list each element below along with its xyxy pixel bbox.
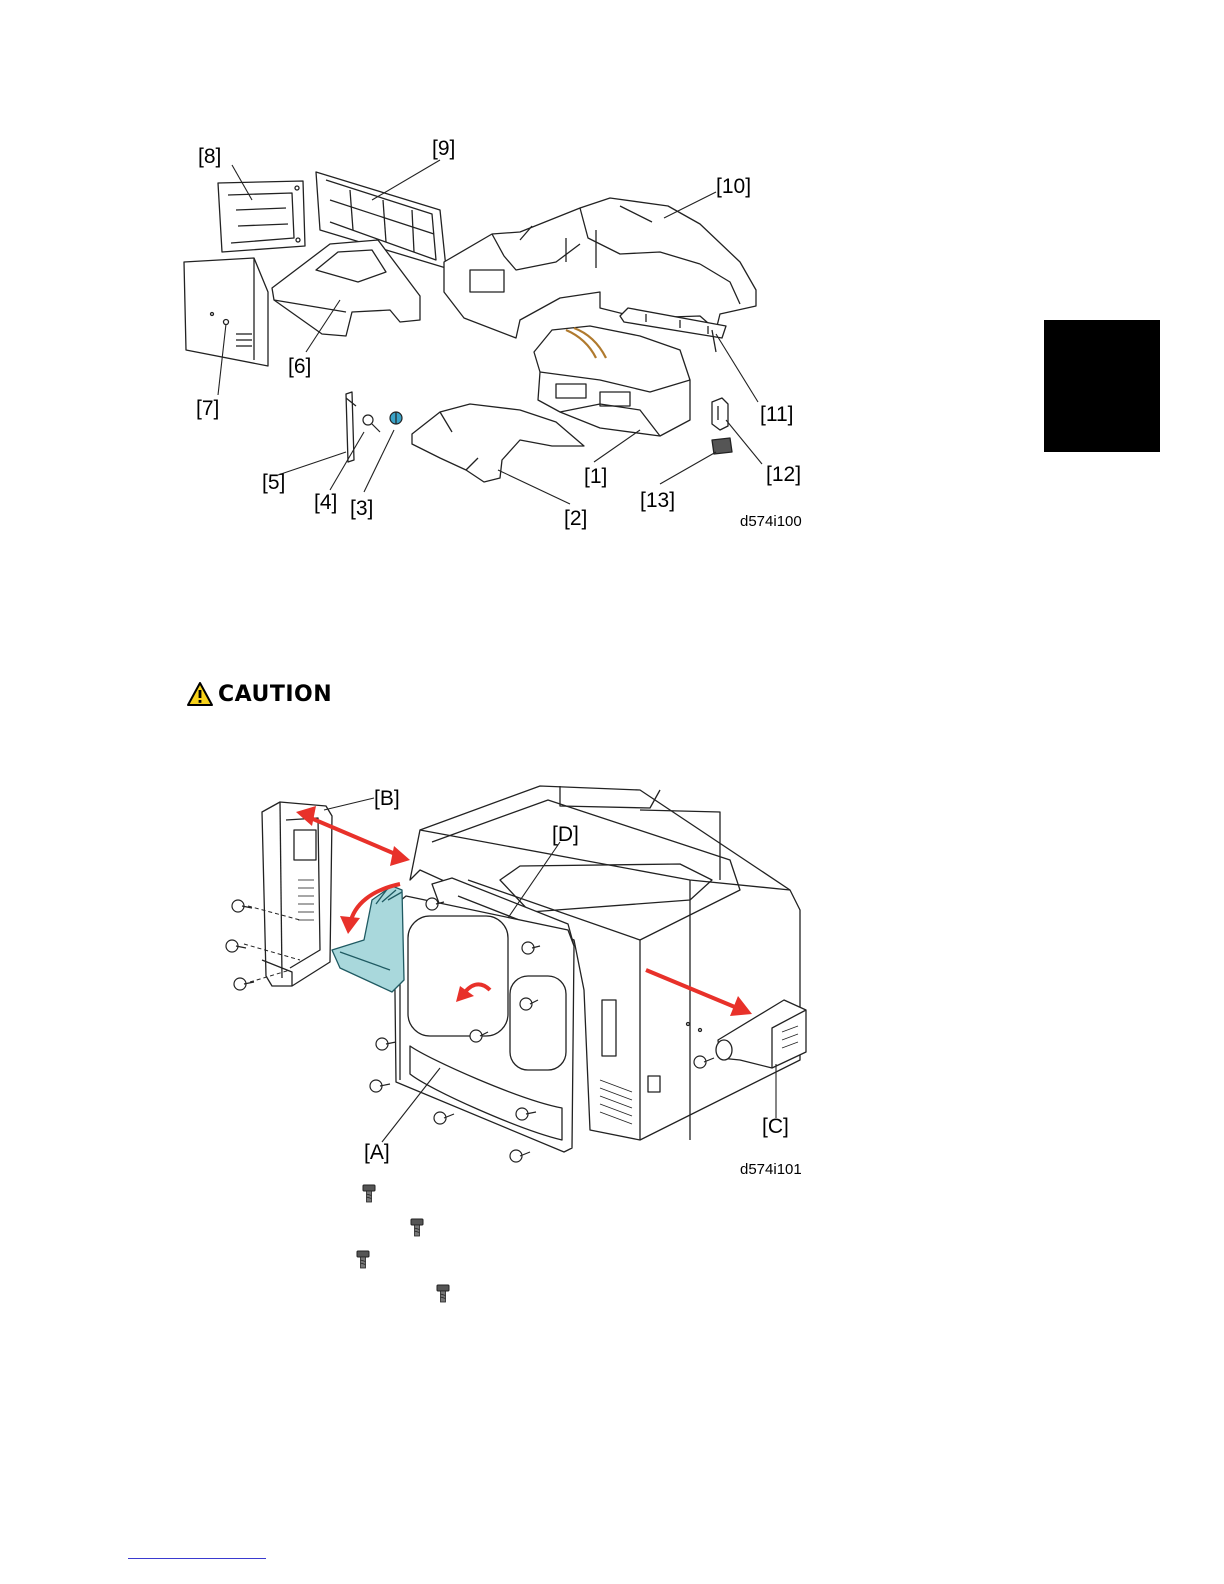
screw-icon — [410, 1218, 424, 1238]
figure-code-2: d574i101 — [740, 1162, 802, 1177]
screw-icon — [436, 1284, 450, 1304]
machine-drawing — [0, 0, 1224, 1200]
label-part-d: [D] — [552, 824, 579, 845]
label-part-a: [A] — [364, 1142, 390, 1163]
label-part-c: [C] — [762, 1116, 789, 1137]
part-b-side-cover — [262, 802, 332, 986]
footer-link-underline[interactable] — [128, 1558, 266, 1559]
screw-icon — [362, 1184, 376, 1204]
label-part-b: [B] — [374, 788, 400, 809]
highlighted-assembly — [332, 886, 404, 992]
screw-icon — [356, 1250, 370, 1270]
part-a-rear-panel — [394, 896, 574, 1152]
